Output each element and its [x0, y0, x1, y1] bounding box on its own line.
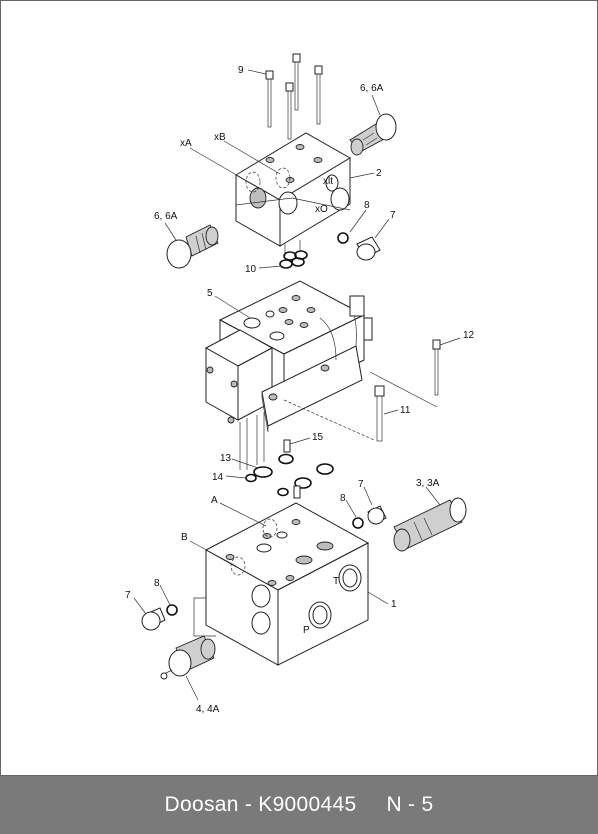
socket-head-bolts-9	[265, 53, 323, 140]
callout-p: P	[303, 625, 310, 636]
callout-7-top: 7	[390, 210, 396, 221]
callout-4: 4, 4A	[196, 704, 220, 715]
callout-8-low: 8	[154, 578, 160, 589]
callout-xa: xA	[180, 138, 192, 149]
footer-brand-part: Doosan - K9000445	[164, 793, 357, 816]
callout-14: 14	[212, 472, 224, 483]
callout-12: 12	[463, 330, 475, 341]
callout-b: B	[181, 532, 188, 543]
relief-cartridge-6-top	[349, 113, 397, 156]
callout-xlt: xlt	[323, 176, 333, 187]
callout-t: T	[333, 576, 339, 587]
footer-page-ref: N - 5	[386, 793, 434, 816]
cartridge-4	[160, 635, 216, 680]
callout-xb: xB	[214, 132, 226, 143]
callout-9: 9	[238, 65, 244, 76]
relief-cartridge-6-left	[166, 224, 219, 269]
directional-valve-5	[204, 280, 373, 433]
callout-5: 5	[207, 288, 213, 299]
callout-11: 11	[400, 405, 411, 416]
callout-1: 1	[391, 599, 397, 610]
callout-8-mid: 8	[340, 493, 346, 504]
callout-10: 10	[245, 264, 257, 275]
callout-7-mid: 7	[358, 479, 364, 490]
leader-lines	[133, 69, 461, 701]
callout-6-left: 6, 6A	[154, 211, 178, 222]
bolts-11-12	[283, 339, 441, 442]
callout-13: 13	[220, 453, 232, 464]
valve-body-2	[235, 132, 351, 247]
footer-bar: Doosan - K9000445 N - 5	[0, 776, 598, 834]
plug-7-top	[337, 232, 381, 261]
callout-a: A	[211, 495, 218, 506]
callout-7-low: 7	[125, 590, 131, 601]
base-block-1	[193, 502, 370, 666]
callout-8-top: 8	[364, 200, 370, 211]
callout-xo: xO	[315, 204, 328, 215]
callout-2: 2	[376, 168, 382, 179]
callout-15: 15	[312, 432, 324, 443]
plug-7-mid	[352, 505, 387, 529]
callout-3: 3, 3A	[416, 478, 440, 489]
o-rings-10	[279, 240, 308, 269]
seals-13-14-15	[239, 412, 334, 499]
exploded-valve-diagram: 9 6, 6A xA xB xlt xO 2 6, 6A 8 7 10 5 12…	[125, 53, 475, 715]
plug-7-low	[141, 604, 178, 631]
callout-6-top: 6, 6A	[360, 83, 384, 94]
cartridge-3	[393, 497, 467, 552]
